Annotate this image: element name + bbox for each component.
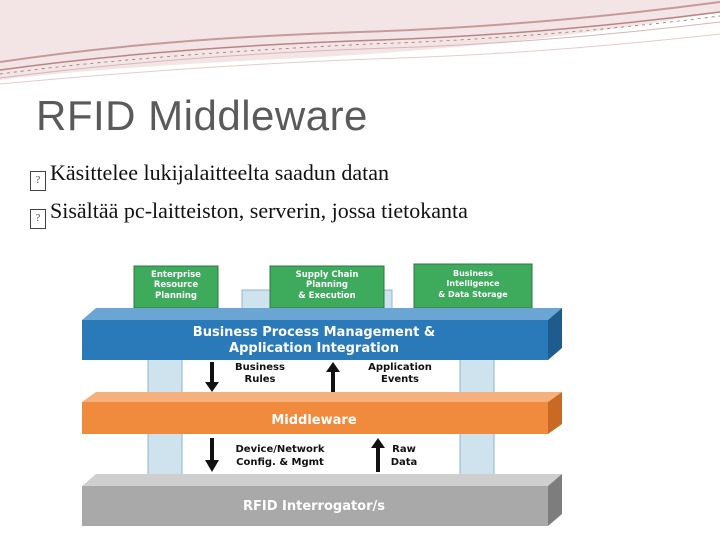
bpm-layer-label: Application Integration — [229, 341, 399, 356]
arrow-label: Device/Network — [235, 444, 324, 455]
rfid-architecture-diagram: Enterprise Resource Planning Supply Chai… — [62, 252, 598, 540]
arrow-label: Rules — [245, 374, 276, 385]
top-box-business-intelligence: Business Intelligence & Data Storage — [413, 263, 533, 309]
arrow-label: Events — [381, 374, 419, 385]
top-box-label: Planning — [155, 291, 197, 301]
arrow-up-icon — [326, 362, 340, 372]
upper-arrows: Business Rules Application Events — [205, 362, 432, 392]
arrow-label: Config. & Mgmt — [236, 457, 324, 468]
lower-arrows: Device/Network Config. & Mgmt Raw Data — [205, 438, 417, 472]
middleware-layer: Middleware — [82, 392, 562, 434]
bpm-layer: Business Process Management & Applicatio… — [82, 308, 562, 360]
bullet-item: ?Sisältää pc-laitteiston, serverin, joss… — [30, 198, 468, 229]
bpm-layer-label: Business Process Management & — [193, 325, 435, 340]
top-box-label: Supply Chain — [296, 270, 359, 280]
top-box-supply-chain: Supply Chain Planning & Execution — [269, 265, 385, 309]
top-box-label: Planning — [306, 280, 348, 290]
top-box-label: Enterprise — [151, 270, 201, 280]
bullet-icon: ? — [30, 171, 46, 191]
bullet-text: Käsittelee lukijalaitteelta saadun datan — [50, 160, 390, 185]
arrow-label: Raw — [392, 444, 416, 455]
top-box-label: Intelligence — [446, 279, 500, 288]
slide-title: RFID Middleware — [36, 92, 368, 139]
arrow-up-icon — [371, 438, 385, 448]
arrow-label: Application — [368, 362, 432, 373]
interrogator-layer-label: RFID Interrogator/s — [243, 499, 385, 514]
interrogator-layer: RFID Interrogator/s — [82, 474, 562, 526]
bullet-item: ?Käsittelee lukijalaitteelta saadun data… — [30, 160, 389, 191]
arrow-label: Business — [235, 362, 285, 373]
middleware-layer-label: Middleware — [271, 413, 356, 428]
bullet-text: Sisältää pc-laitteiston, serverin, jossa… — [50, 198, 468, 223]
top-box-label: Resource — [154, 280, 198, 290]
bullet-icon: ? — [30, 209, 46, 229]
top-box-label: & Execution — [298, 291, 355, 301]
top-box-label: Business — [453, 269, 493, 278]
decorative-header-banner — [0, 0, 720, 85]
top-box-label: & Data Storage — [438, 290, 508, 299]
top-box-erp: Enterprise Resource Planning — [133, 265, 219, 309]
arrow-label: Data — [391, 457, 418, 468]
